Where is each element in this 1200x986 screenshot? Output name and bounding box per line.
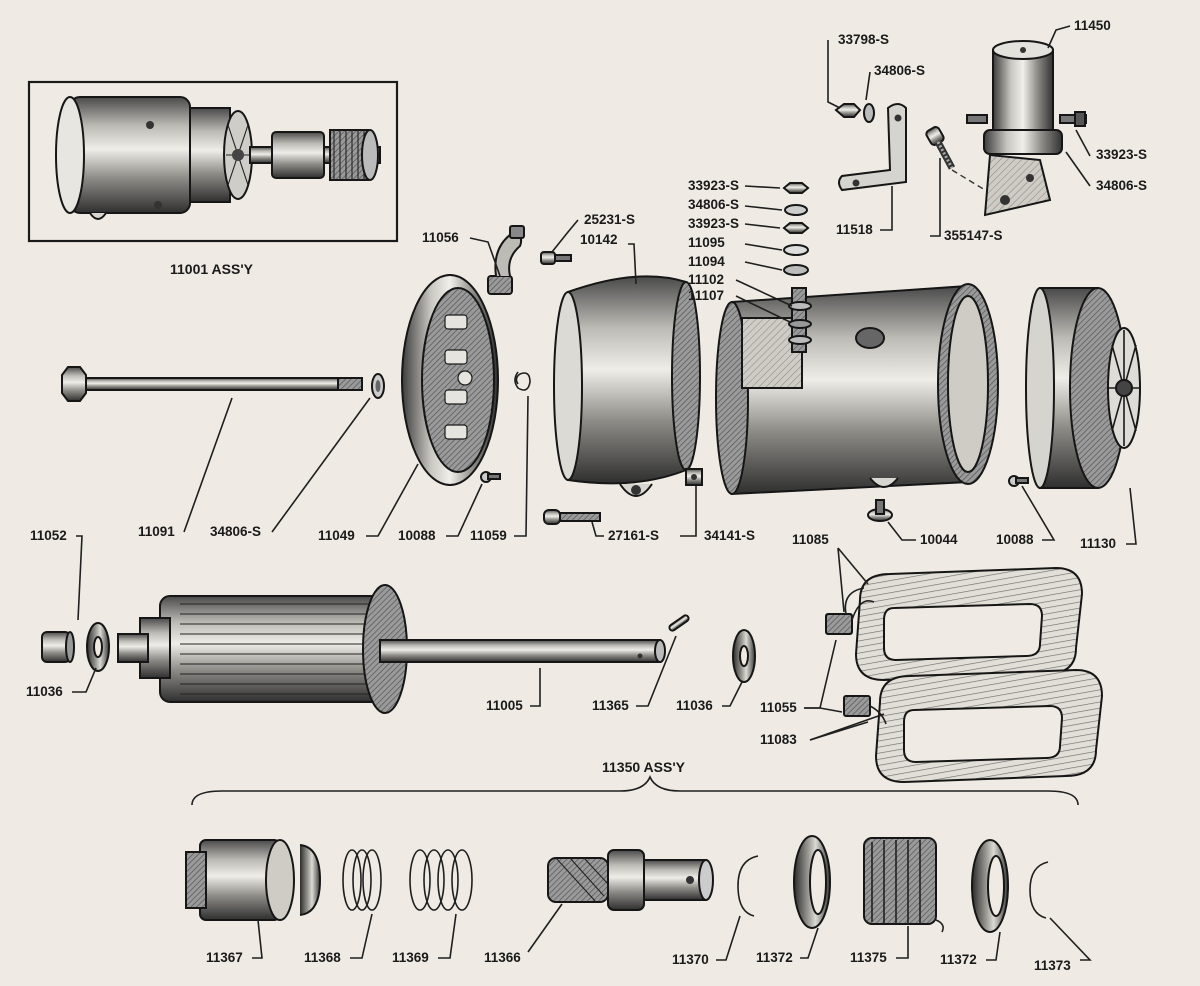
label-11056: 11056 — [422, 230, 459, 245]
spring-11369 — [409, 849, 473, 911]
label-11366: 11366 — [484, 950, 521, 965]
label-33923-s-c: 33923-S — [688, 216, 739, 231]
label-25231-s: 25231-S — [584, 212, 635, 227]
label-11055: 11055 — [760, 700, 797, 715]
label-11059: 11059 — [470, 528, 507, 543]
screw-25231 — [540, 251, 572, 265]
screw-27161 — [543, 509, 601, 525]
label-11095: 11095 — [688, 235, 725, 250]
label-34141-s: 34141-S — [704, 528, 755, 543]
label-11052: 11052 — [30, 528, 67, 543]
field-coil-lower — [843, 668, 1104, 784]
snap-ring-11370 — [737, 855, 759, 917]
bracket-hardware — [834, 103, 986, 191]
label-11049: 11049 — [318, 528, 355, 543]
label-10044: 10044 — [920, 532, 958, 547]
label-11130: 11130 — [1080, 536, 1116, 551]
drive-assembly-brace — [191, 774, 1079, 806]
spring-11368 — [342, 849, 382, 911]
label-11369: 11369 — [392, 950, 429, 965]
label-11367: 11367 — [206, 950, 243, 965]
field-coil-upper — [825, 566, 1084, 682]
screw-10088-b — [1008, 475, 1029, 487]
starter-assembly-caption: 11001 ASS'Y — [170, 261, 254, 277]
drive-spring-11375 — [863, 837, 944, 933]
armature — [117, 584, 666, 714]
field-frame-housing — [715, 283, 999, 496]
label-33798-s: 33798-S — [838, 32, 889, 47]
washer-11036-a — [86, 622, 110, 672]
commutator-end-plate — [401, 274, 499, 486]
snap-ring-11373 — [1029, 861, 1049, 919]
label-11518: 11518 — [836, 222, 873, 237]
label-11085: 11085 — [792, 532, 829, 547]
leader-lines — [72, 25, 1137, 961]
label-11372-a: 11372 — [756, 950, 793, 965]
label-11372-b: 11372 — [940, 952, 977, 967]
label-34806-s-b: 34806-S — [1096, 178, 1147, 193]
screw-10044 — [867, 499, 893, 522]
key-11365 — [668, 614, 690, 632]
label-27161-s: 27161-S — [608, 528, 659, 543]
label-11450: 11450 — [1074, 18, 1111, 33]
label-11005: 11005 — [486, 698, 523, 713]
label-34806-s-d: 34806-S — [210, 524, 261, 539]
starter-assembly-inset — [27, 80, 399, 243]
part-labels: 33798-S 34806-S 11450 33923-S 34806-S 11… — [26, 18, 1147, 973]
label-10088-b: 10088 — [996, 532, 1034, 547]
terminal-hardware-stack — [782, 182, 810, 276]
label-11365: 11365 — [592, 698, 629, 713]
label-33923-s-b: 33923-S — [688, 178, 739, 193]
label-11036-a: 11036 — [26, 684, 63, 699]
label-11036-b: 11036 — [676, 698, 713, 713]
label-11368: 11368 — [304, 950, 341, 965]
washer-11036-b — [732, 629, 756, 683]
nut-34141 — [685, 468, 703, 486]
label-11370: 11370 — [672, 952, 709, 967]
label-10142: 10142 — [580, 232, 618, 247]
pinion-11367 — [185, 839, 322, 921]
cup-11372-b — [971, 839, 1009, 933]
cup-11372-a — [793, 835, 831, 929]
label-11083: 11083 — [760, 732, 797, 747]
drive-end-housing — [1025, 287, 1141, 489]
label-11091: 11091 — [138, 524, 175, 539]
bushing-11052 — [41, 631, 75, 663]
label-34806-s-a: 34806-S — [874, 63, 925, 78]
through-bolt — [61, 366, 385, 402]
cover-band — [553, 275, 701, 497]
solenoid-switch — [966, 40, 1087, 217]
spring-11059 — [514, 371, 531, 391]
brush-part-11056 — [487, 225, 525, 295]
label-11373: 11373 — [1034, 958, 1071, 973]
drive-assembly-caption: 11350 ASS'Y — [602, 759, 686, 775]
label-11094: 11094 — [688, 254, 725, 269]
label-11102: 11102 — [688, 272, 724, 287]
label-11107: 11107 — [688, 288, 724, 303]
label-11375: 11375 — [850, 950, 887, 965]
screw-10088-a — [480, 471, 501, 483]
solenoid-bracket — [838, 103, 907, 192]
label-33923-s-a: 33923-S — [1096, 147, 1147, 162]
sleeve-11366 — [547, 849, 714, 911]
label-10088-a: 10088 — [398, 528, 436, 543]
label-355147-s: 355147-S — [944, 228, 1003, 243]
label-34806-s-c: 34806-S — [688, 197, 739, 212]
